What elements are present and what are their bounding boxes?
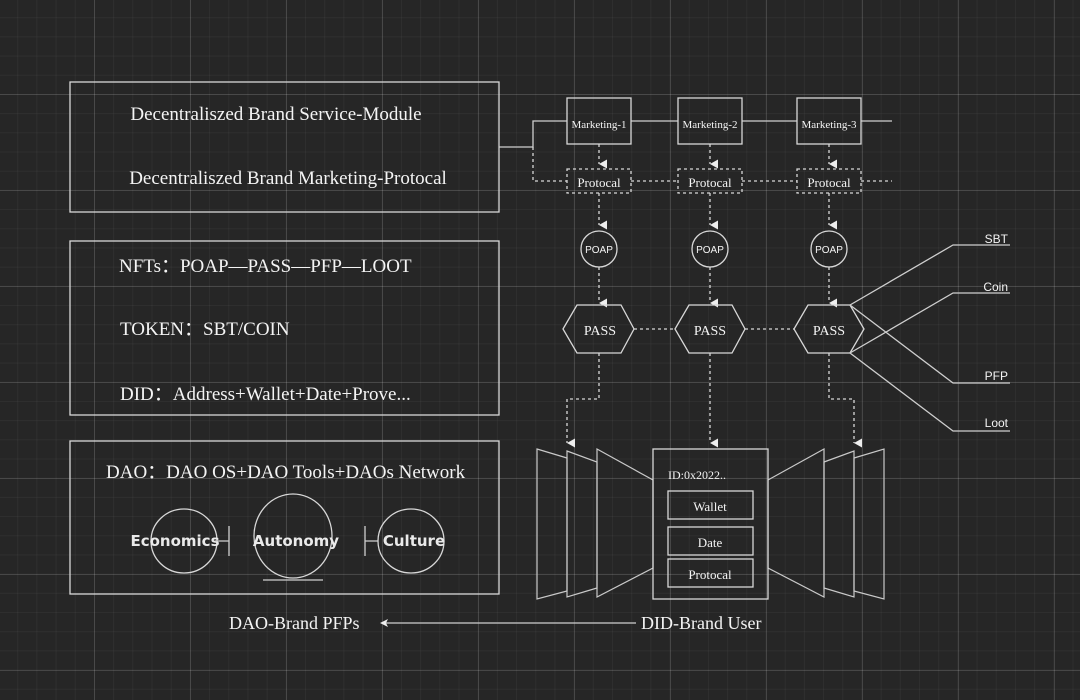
protocol-label: Protocal: [577, 175, 621, 190]
marketing-column-3: Marketing-3: [796, 97, 862, 145]
output-branches: SBT Coin PFP Loot: [849, 232, 1010, 432]
service-to-protocol-dash: [532, 147, 567, 182]
field-label: Date: [698, 535, 723, 550]
protocol-label: Protocal: [807, 175, 851, 190]
poap-label: POAP: [585, 245, 613, 256]
branch-sbt: [849, 244, 1010, 306]
economics-label: Economics: [130, 532, 219, 550]
field-label: Wallet: [693, 499, 727, 514]
culture-label: Culture: [383, 532, 445, 550]
pass-to-user-arrows: [566, 353, 863, 448]
pass-hexagon: [562, 304, 635, 354]
user-field-protocol: Protocal: [667, 558, 754, 588]
did-brand-user-label: DID-Brand User: [641, 613, 761, 633]
marketing-label: Marketing-1: [572, 119, 627, 131]
nfts-line: NFTs：POAP—PASS—PFP—LOOT: [119, 256, 412, 277]
pass-node-3: PASS: [793, 304, 865, 354]
output-loot: Loot: [985, 416, 1009, 430]
dao-title: DAO：DAO OS+DAO Tools+DAOs Network: [106, 462, 466, 483]
dao-panel: DAO：DAO OS+DAO Tools+DAOs Network Econom…: [69, 440, 500, 595]
branch-pfp: [849, 304, 1010, 384]
marketing-row: Marketing-1 Marketing-2 Marketing-3: [499, 97, 892, 182]
marketing-label: Marketing-3: [802, 119, 857, 131]
stack-panel-right-1: [767, 447, 825, 598]
pass-hexagon: [674, 304, 746, 354]
user-card-stack: ID:0x2022.. Wallet Date Protocal: [536, 447, 885, 600]
stack-panel-left-2: [566, 450, 598, 598]
user-field-date: Date: [667, 526, 754, 556]
service-module-box: [69, 81, 500, 213]
pass-label: PASS: [813, 324, 845, 339]
culture-connector: [364, 526, 378, 556]
poap-label: POAP: [696, 245, 724, 256]
output-sbt: SBT: [985, 232, 1009, 246]
poap-node-2: POAP: [691, 230, 729, 268]
service-module-title: Decentraliszed Brand Service-Module: [130, 104, 421, 125]
arrow-left-icon: [380, 619, 388, 627]
pass-row: PASS PASS PASS: [562, 267, 865, 354]
poap-row: POAP POAP POAP: [580, 193, 848, 268]
output-pfp: PFP: [985, 369, 1008, 383]
protocol-node-2: Protocal: [677, 168, 743, 194]
stack-panel-left-1: [596, 447, 654, 598]
culture-circle: [377, 508, 445, 574]
field-label: Protocal: [688, 567, 732, 582]
pass-label: PASS: [694, 324, 726, 339]
poap-label: POAP: [815, 245, 843, 256]
token-line: TOKEN：SBT/COIN: [120, 319, 290, 340]
branch-loot: [849, 352, 1010, 432]
stack-panel-left-3: [536, 448, 568, 600]
pillar-culture: Culture: [364, 508, 445, 574]
protocol-row: Protocal Protocal Protocal: [566, 144, 892, 194]
marketing-label: Marketing-2: [683, 119, 738, 131]
field-box: [667, 490, 754, 520]
pass-node-2: PASS: [674, 304, 746, 354]
pass-hexagon: [793, 304, 865, 354]
user-id: ID:0x2022..: [668, 468, 726, 482]
branch-coin: [849, 292, 1010, 354]
pillar-autonomy: Autonomy: [253, 493, 339, 581]
marketing-column-1: Marketing-1: [566, 97, 632, 145]
field-box: [667, 526, 754, 556]
economics-connector: [215, 526, 230, 556]
service-module-panel: Decentraliszed Brand Service-Module Dece…: [69, 81, 500, 213]
assets-box: [69, 240, 500, 416]
pass-to-user-arrow-1: [566, 353, 600, 448]
field-box: [667, 558, 754, 588]
marketing-column-2: Marketing-2: [677, 97, 743, 145]
assets-panel: NFTs：POAP—PASS—PFP—LOOT TOKEN：SBT/COIN D…: [69, 240, 500, 416]
footer-flow: DAO-Brand PFPs DID-Brand User: [229, 613, 761, 633]
output-coin: Coin: [983, 280, 1008, 294]
autonomy-circle: [253, 493, 333, 579]
pass-to-user-arrow-3: [828, 353, 863, 448]
service-to-marketing-line: [499, 120, 567, 148]
poap-node-1: POAP: [580, 230, 618, 268]
autonomy-label: Autonomy: [253, 532, 339, 550]
marketing-protocol-title: Decentraliszed Brand Marketing-Protocal: [129, 168, 447, 189]
dao-box: [69, 440, 500, 595]
user-card: [652, 448, 769, 600]
protocol-node-3: Protocal: [796, 168, 862, 194]
dao-brand-pfps-label: DAO-Brand PFPs: [229, 613, 360, 633]
poap-node-3: POAP: [810, 230, 848, 268]
did-line: DID：Address+Wallet+Date+Prove...: [120, 384, 411, 405]
stack-panel-right-3: [853, 448, 885, 600]
pass-node-1: PASS: [562, 304, 635, 354]
stack-panel-right-2: [823, 450, 855, 598]
pass-label: PASS: [584, 324, 616, 339]
protocol-label: Protocal: [688, 175, 732, 190]
protocol-node-1: Protocal: [566, 168, 632, 194]
pillar-economics: Economics: [130, 508, 230, 574]
user-field-wallet: Wallet: [667, 490, 754, 520]
